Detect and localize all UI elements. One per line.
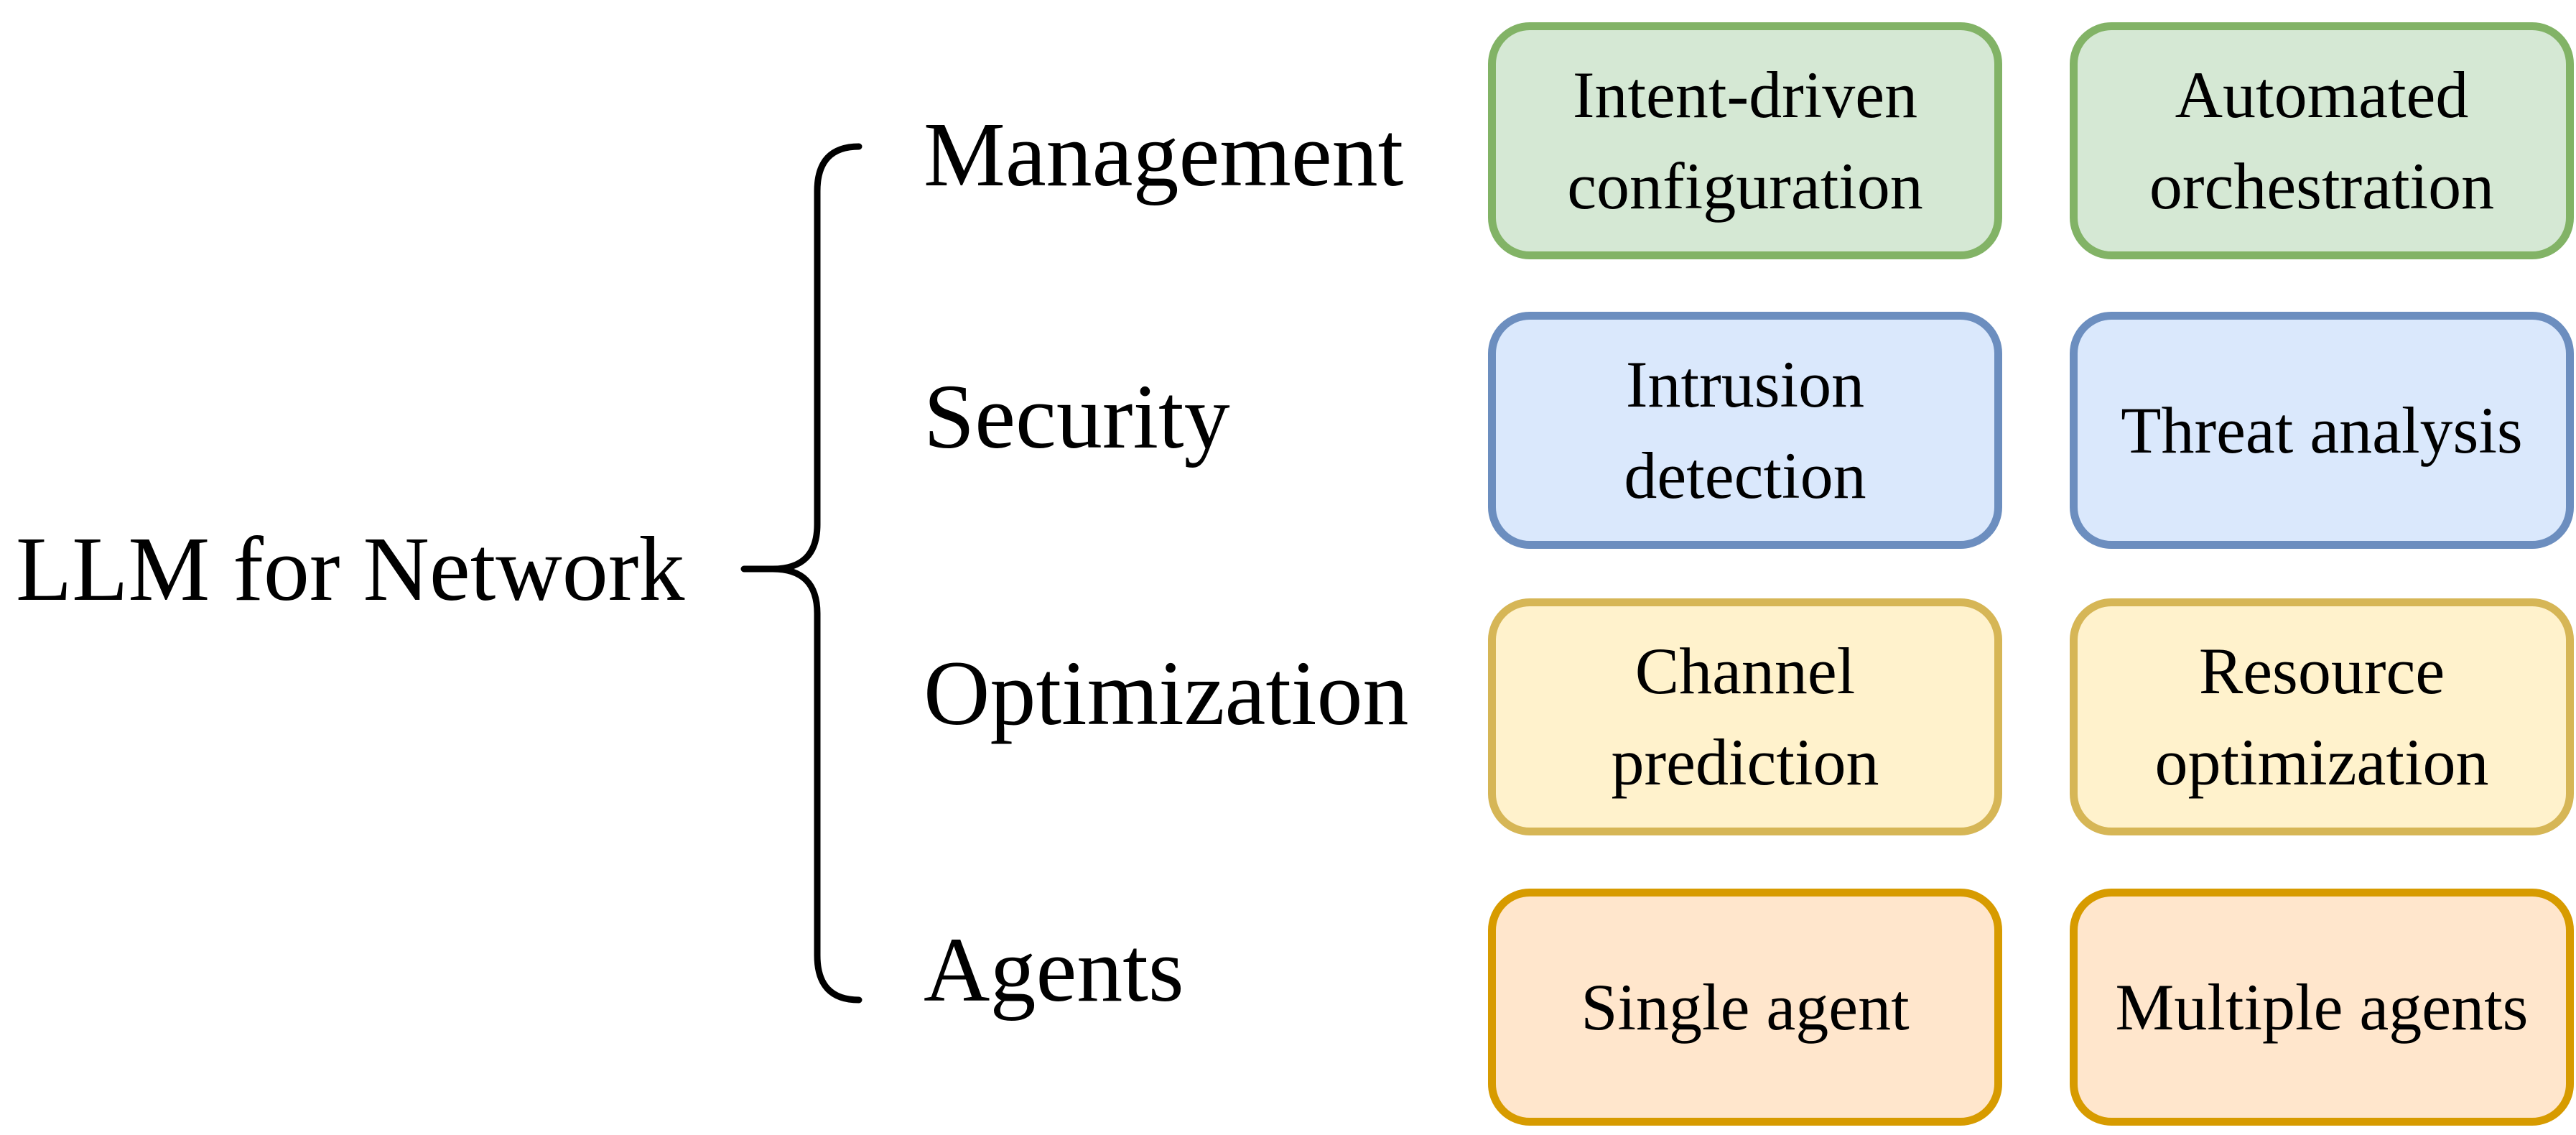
root-node-label: LLM for Network (16, 518, 685, 620)
category-label-security: Security (924, 366, 1230, 468)
item-box-single-agent: Single agent (1488, 889, 2002, 1126)
item-box-resource-optimization: Resource optimization (2070, 598, 2574, 835)
item-box-threat-analysis: Threat analysis (2070, 312, 2574, 549)
category-label-management: Management (924, 103, 1404, 205)
item-box-intent-driven-configuration: Intent-driven configuration (1488, 22, 2002, 259)
item-box-intrusion-detection: Intrusion detection (1488, 312, 2002, 549)
item-box-multiple-agents: Multiple agents (2070, 889, 2574, 1126)
item-box-channel-prediction: Channel prediction (1488, 598, 2002, 835)
category-label-optimization: Optimization (924, 642, 1409, 744)
category-label-agents: Agents (924, 919, 1184, 1021)
item-box-automated-orchestration: Automated orchestration (2070, 22, 2574, 259)
curly-brace (740, 143, 862, 1004)
